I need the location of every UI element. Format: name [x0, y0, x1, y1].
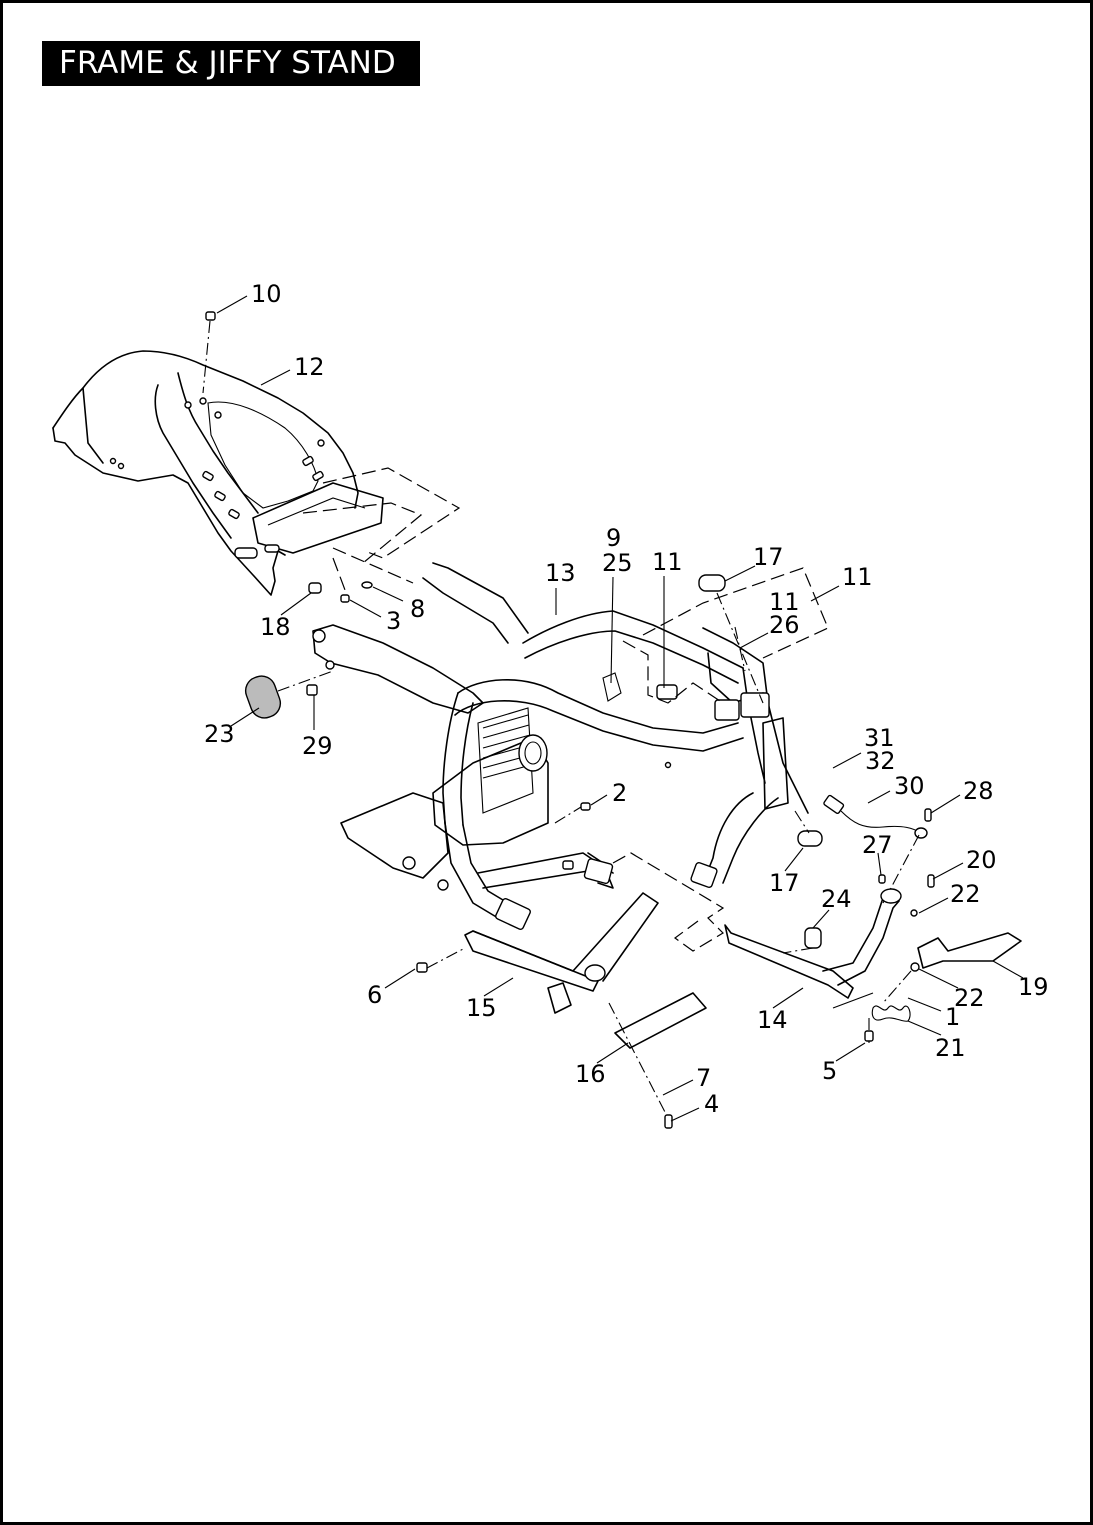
fender-nut-part — [202, 311, 216, 394]
callout-24: 24 — [821, 885, 852, 913]
callout-9: 9 — [606, 524, 621, 552]
bolt-part — [554, 802, 591, 824]
jiffy-stand-mount-part — [416, 892, 707, 1129]
callout-4: 4 — [704, 1090, 719, 1118]
callout-14: 14 — [757, 1006, 788, 1034]
callout-15: 15 — [466, 994, 497, 1022]
callout-12: 12 — [294, 353, 325, 381]
callout-18: 18 — [260, 613, 291, 641]
callout-32: 32 — [865, 747, 896, 775]
callout-22: 22 — [950, 880, 981, 908]
callout-20: 20 — [966, 846, 997, 874]
page-title: FRAME & JIFFY STAND — [42, 41, 420, 86]
callout-16: 16 — [575, 1060, 606, 1088]
callout-23: 23 — [204, 720, 235, 748]
callout-labels: 10 12 9 25 11 17 13 11 11 26 8 3 18 23 2… — [204, 280, 1049, 1118]
reflector-part — [244, 670, 334, 719]
callout-28: 28 — [963, 777, 994, 805]
rear-fender-part — [52, 350, 384, 596]
callout-5: 5 — [822, 1057, 837, 1085]
main-frame-part — [312, 562, 809, 931]
callout-3: 3 — [386, 607, 401, 635]
callout-19: 19 — [1018, 973, 1049, 1001]
callout-11: 11 — [652, 548, 683, 576]
callout-10: 10 — [251, 280, 282, 308]
fastener-group-18-3-8 — [308, 581, 373, 603]
callout-17: 17 — [769, 869, 800, 897]
callout-7: 7 — [696, 1064, 711, 1092]
callout-21: 21 — [935, 1034, 966, 1062]
bumper-part — [698, 574, 823, 847]
callout-27: 27 — [862, 831, 893, 859]
callout-13: 13 — [545, 559, 576, 587]
leader-lines — [216, 295, 1024, 1122]
callout-8: 8 — [410, 595, 425, 623]
callout-1: 1 — [945, 1003, 960, 1031]
callout-11: 11 — [842, 563, 873, 591]
frame-exploded-diagram: 10 12 9 25 11 17 13 11 11 26 8 3 18 23 2… — [52, 280, 1049, 1129]
callout-30: 30 — [894, 772, 925, 800]
callout-11: 11 — [769, 588, 800, 616]
callout-31: 31 — [864, 724, 895, 752]
callout-6: 6 — [367, 981, 382, 1009]
callout-26: 26 — [769, 611, 800, 639]
callout-29: 29 — [302, 732, 333, 760]
callout-25: 25 — [602, 549, 633, 577]
callout-22: 22 — [954, 984, 985, 1012]
callout-2: 2 — [612, 779, 627, 807]
callout-17: 17 — [753, 543, 784, 571]
sensor-wire-part — [823, 794, 932, 904]
